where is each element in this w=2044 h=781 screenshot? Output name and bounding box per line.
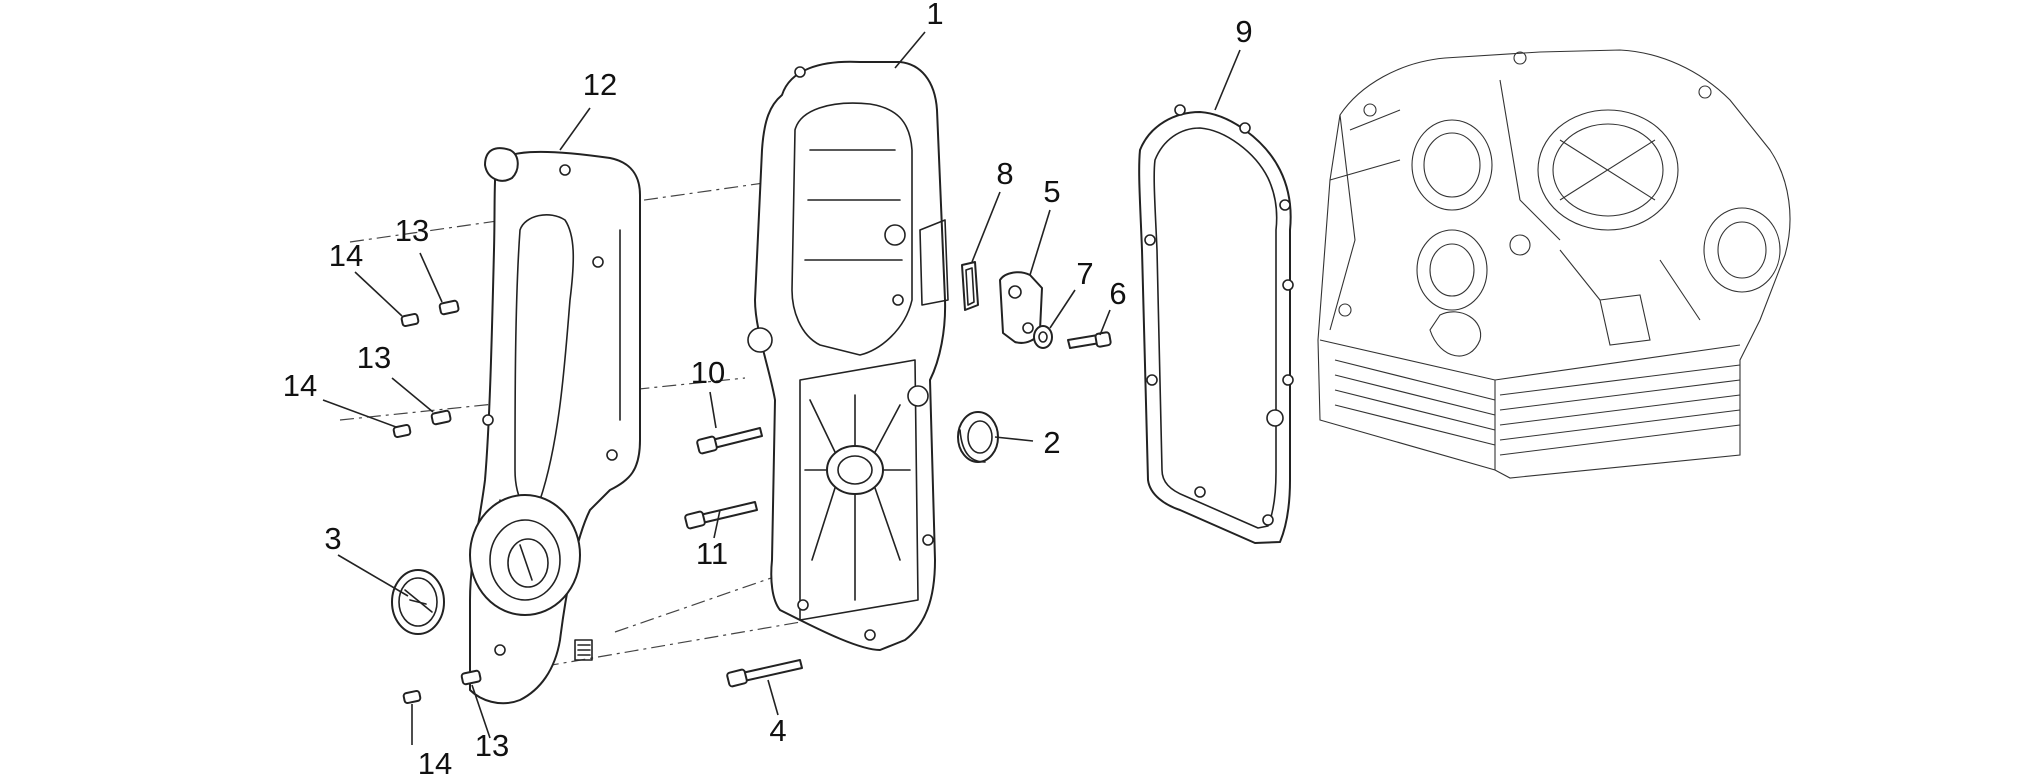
- callout-4: 4: [769, 713, 786, 748]
- callout-14-top: 14: [329, 238, 363, 273]
- callout-13-middle: 13: [357, 340, 391, 375]
- callout-9: 9: [1235, 14, 1252, 49]
- large-gasket-part-9: [1138, 104, 1294, 544]
- cap-part-3: [391, 569, 445, 635]
- bolt-part-6: [1067, 331, 1112, 349]
- callout-labels: 1 2 3 4 5 6 7 8 9 10 11 12 13 13 13 14 1…: [283, 0, 1253, 781]
- callout-3: 3: [324, 521, 341, 556]
- callout-12: 12: [583, 67, 617, 102]
- fasteners-left: [392, 299, 482, 704]
- bracket-part-5: [999, 271, 1043, 344]
- leader-lines: [322, 31, 1241, 745]
- callout-11: 11: [696, 536, 728, 571]
- main-cover-part-1: [747, 60, 949, 651]
- callout-6: 6: [1109, 276, 1126, 311]
- callout-5: 5: [1043, 174, 1060, 209]
- callout-10: 10: [691, 355, 725, 390]
- callout-2: 2: [1043, 425, 1060, 460]
- engine-crankcase: [1317, 49, 1791, 479]
- callout-14-bottom: 14: [418, 746, 452, 781]
- washer-part-7: [1033, 325, 1053, 349]
- callout-1: 1: [926, 0, 943, 31]
- callout-8: 8: [996, 156, 1013, 191]
- outer-cover-part-12: [469, 147, 641, 705]
- callout-14-middle: 14: [283, 368, 317, 403]
- small-gasket-part-8: [961, 261, 979, 311]
- callout-13-bottom: 13: [475, 728, 509, 763]
- callout-7: 7: [1076, 256, 1093, 291]
- callout-13-top: 13: [395, 213, 429, 248]
- seal-ring-part-2: [957, 411, 999, 463]
- long-bolts: [684, 427, 803, 688]
